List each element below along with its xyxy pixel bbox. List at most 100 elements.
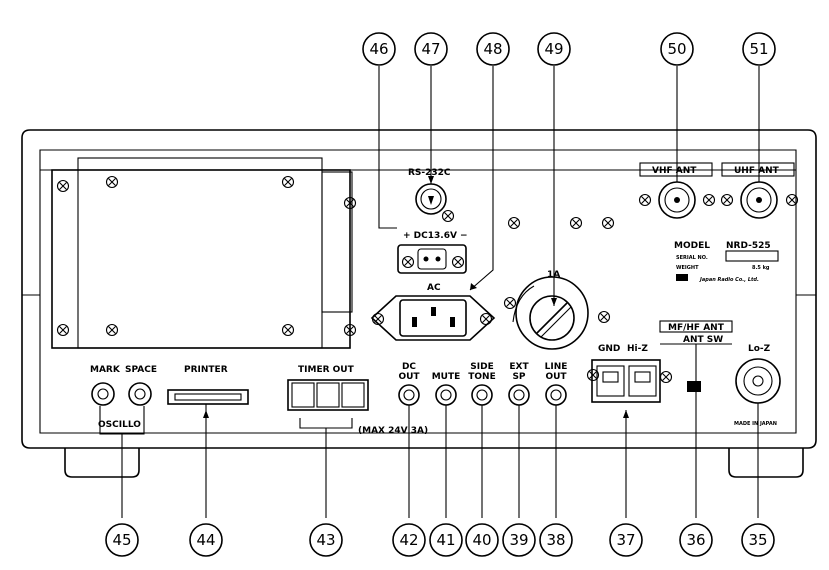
screw-icon xyxy=(702,193,716,207)
printer-label: PRINTER xyxy=(184,365,228,375)
callout-number: 50 xyxy=(667,40,686,58)
weight-label: WEIGHT xyxy=(676,265,699,271)
callout-number: 45 xyxy=(112,531,131,549)
callout-37: 37 xyxy=(609,523,643,557)
callout-44: 44 xyxy=(189,523,223,557)
screw-icon xyxy=(507,216,521,230)
callout-46: 46 xyxy=(362,32,396,66)
timer-out-terminal[interactable]: TIMER OUT (MAX 24V 3A) xyxy=(287,365,428,518)
vhf-ant-label: VHF ANT xyxy=(652,166,697,176)
screw-icon xyxy=(601,216,615,230)
maker-logo xyxy=(676,274,688,281)
callout-48: 48 xyxy=(476,32,510,66)
screw-icon xyxy=(105,323,119,337)
screw-icon xyxy=(638,193,652,207)
screw-icon xyxy=(343,323,357,337)
ant-sw-label: ANT SW xyxy=(683,335,723,345)
ext-sp-jack[interactable]: EXT SP xyxy=(508,362,530,406)
uhf-ant-label: UHF ANT xyxy=(734,166,780,176)
model-nameplate: MODEL NRD-525 SERIAL NO. WEIGHT 8.5 kg J… xyxy=(674,241,779,283)
loz-antenna-connector[interactable]: Lo-Z MADE IN JAPAN xyxy=(734,344,781,427)
screw-icon xyxy=(451,255,465,269)
callout-number: 42 xyxy=(399,531,418,549)
side-tone-jack[interactable]: SIDE TONE xyxy=(468,362,496,406)
callout-41: 41 xyxy=(429,523,463,557)
dc-out-label-1: DC xyxy=(402,362,416,372)
callout-number: 38 xyxy=(546,531,565,549)
callout-number: 47 xyxy=(421,40,440,58)
screw-icon xyxy=(56,323,70,337)
callout-50: 50 xyxy=(660,32,694,66)
line-out-label-2: OUT xyxy=(545,372,567,382)
screw-icon xyxy=(105,175,119,189)
space-label: SPACE xyxy=(125,365,157,375)
ext-sp-label-2: SP xyxy=(512,372,525,382)
printer-connector[interactable]: PRINTER xyxy=(167,365,249,518)
mute-label: MUTE xyxy=(432,372,461,382)
callout-49: 49 xyxy=(537,32,571,66)
line-out-label-1: LINE xyxy=(545,362,568,372)
dc-out-jack[interactable]: DC OUT xyxy=(398,362,420,406)
antenna-switch[interactable] xyxy=(687,344,701,518)
mfhf-ant-label: MF/HF ANT xyxy=(668,323,725,333)
screw-icon xyxy=(586,368,600,382)
callout-39: 39 xyxy=(502,523,536,557)
hiz-label: Hi-Z xyxy=(627,344,648,354)
callout-43: 43 xyxy=(309,523,343,557)
callout-35: 35 xyxy=(741,523,775,557)
screw-icon xyxy=(720,193,734,207)
mute-jack[interactable]: MUTE xyxy=(432,372,461,406)
mark-label: MARK xyxy=(90,365,121,375)
screw-icon xyxy=(785,193,799,207)
oscillo-jacks[interactable]: MARK SPACE OSCILLO xyxy=(90,365,157,518)
loz-label: Lo-Z xyxy=(748,344,771,354)
uhf-antenna-connector[interactable]: UHF ANT xyxy=(721,162,795,219)
callout-36: 36 xyxy=(679,523,713,557)
screw-icon xyxy=(56,179,70,193)
oscillo-label: OSCILLO xyxy=(98,420,141,430)
serial-label: SERIAL NO. xyxy=(676,255,708,261)
option-board-cover xyxy=(51,157,353,349)
line-out-jack[interactable]: LINE OUT xyxy=(545,362,568,406)
side-tone-label-2: TONE xyxy=(468,372,495,382)
callout-number: 43 xyxy=(316,531,335,549)
screw-icon xyxy=(343,196,357,210)
mfhf-antenna-terminals[interactable]: GND Hi-Z xyxy=(591,344,661,518)
screw-icon xyxy=(441,209,455,223)
callout-number: 39 xyxy=(509,531,528,549)
model-value: NRD-525 xyxy=(726,241,771,251)
vhf-antenna-connector[interactable]: VHF ANT xyxy=(639,162,713,219)
callout-number: 49 xyxy=(544,40,563,58)
fuse-holder[interactable]: 1A xyxy=(512,270,589,350)
weight-value: 8.5 kg xyxy=(752,265,770,271)
screw-icon xyxy=(401,255,415,269)
callout-40: 40 xyxy=(465,523,499,557)
screw-icon xyxy=(503,296,517,310)
callout-number: 36 xyxy=(686,531,705,549)
ac-inlet[interactable]: AC xyxy=(370,283,496,341)
callout-number: 51 xyxy=(749,40,768,58)
screw-icon xyxy=(569,216,583,230)
chassis xyxy=(21,129,817,478)
screw-icon xyxy=(281,175,295,189)
leader-lines xyxy=(378,66,760,518)
dc-out-label-2: OUT xyxy=(398,372,420,382)
screw-icon xyxy=(659,370,673,384)
ac-label: AC xyxy=(427,283,441,293)
ext-sp-label-1: EXT xyxy=(509,362,529,372)
dc-input-connector[interactable]: + DC13.6V − xyxy=(397,231,468,274)
callout-47: 47 xyxy=(414,32,448,66)
panel-screws xyxy=(56,175,799,384)
rs232c-connector[interactable]: RS-232C xyxy=(408,168,451,215)
callout-number: 48 xyxy=(483,40,502,58)
callout-number: 46 xyxy=(369,40,388,58)
timer-note: (MAX 24V 3A) xyxy=(358,426,428,436)
ant-sw-label-group: MF/HF ANT ANT SW xyxy=(659,320,733,345)
callout-51: 51 xyxy=(742,32,776,66)
made-in-label: MADE IN JAPAN xyxy=(734,421,777,427)
gnd-label: GND xyxy=(598,344,620,354)
callout-number: 41 xyxy=(436,531,455,549)
callout-number: 35 xyxy=(748,531,767,549)
screw-icon xyxy=(597,310,611,324)
